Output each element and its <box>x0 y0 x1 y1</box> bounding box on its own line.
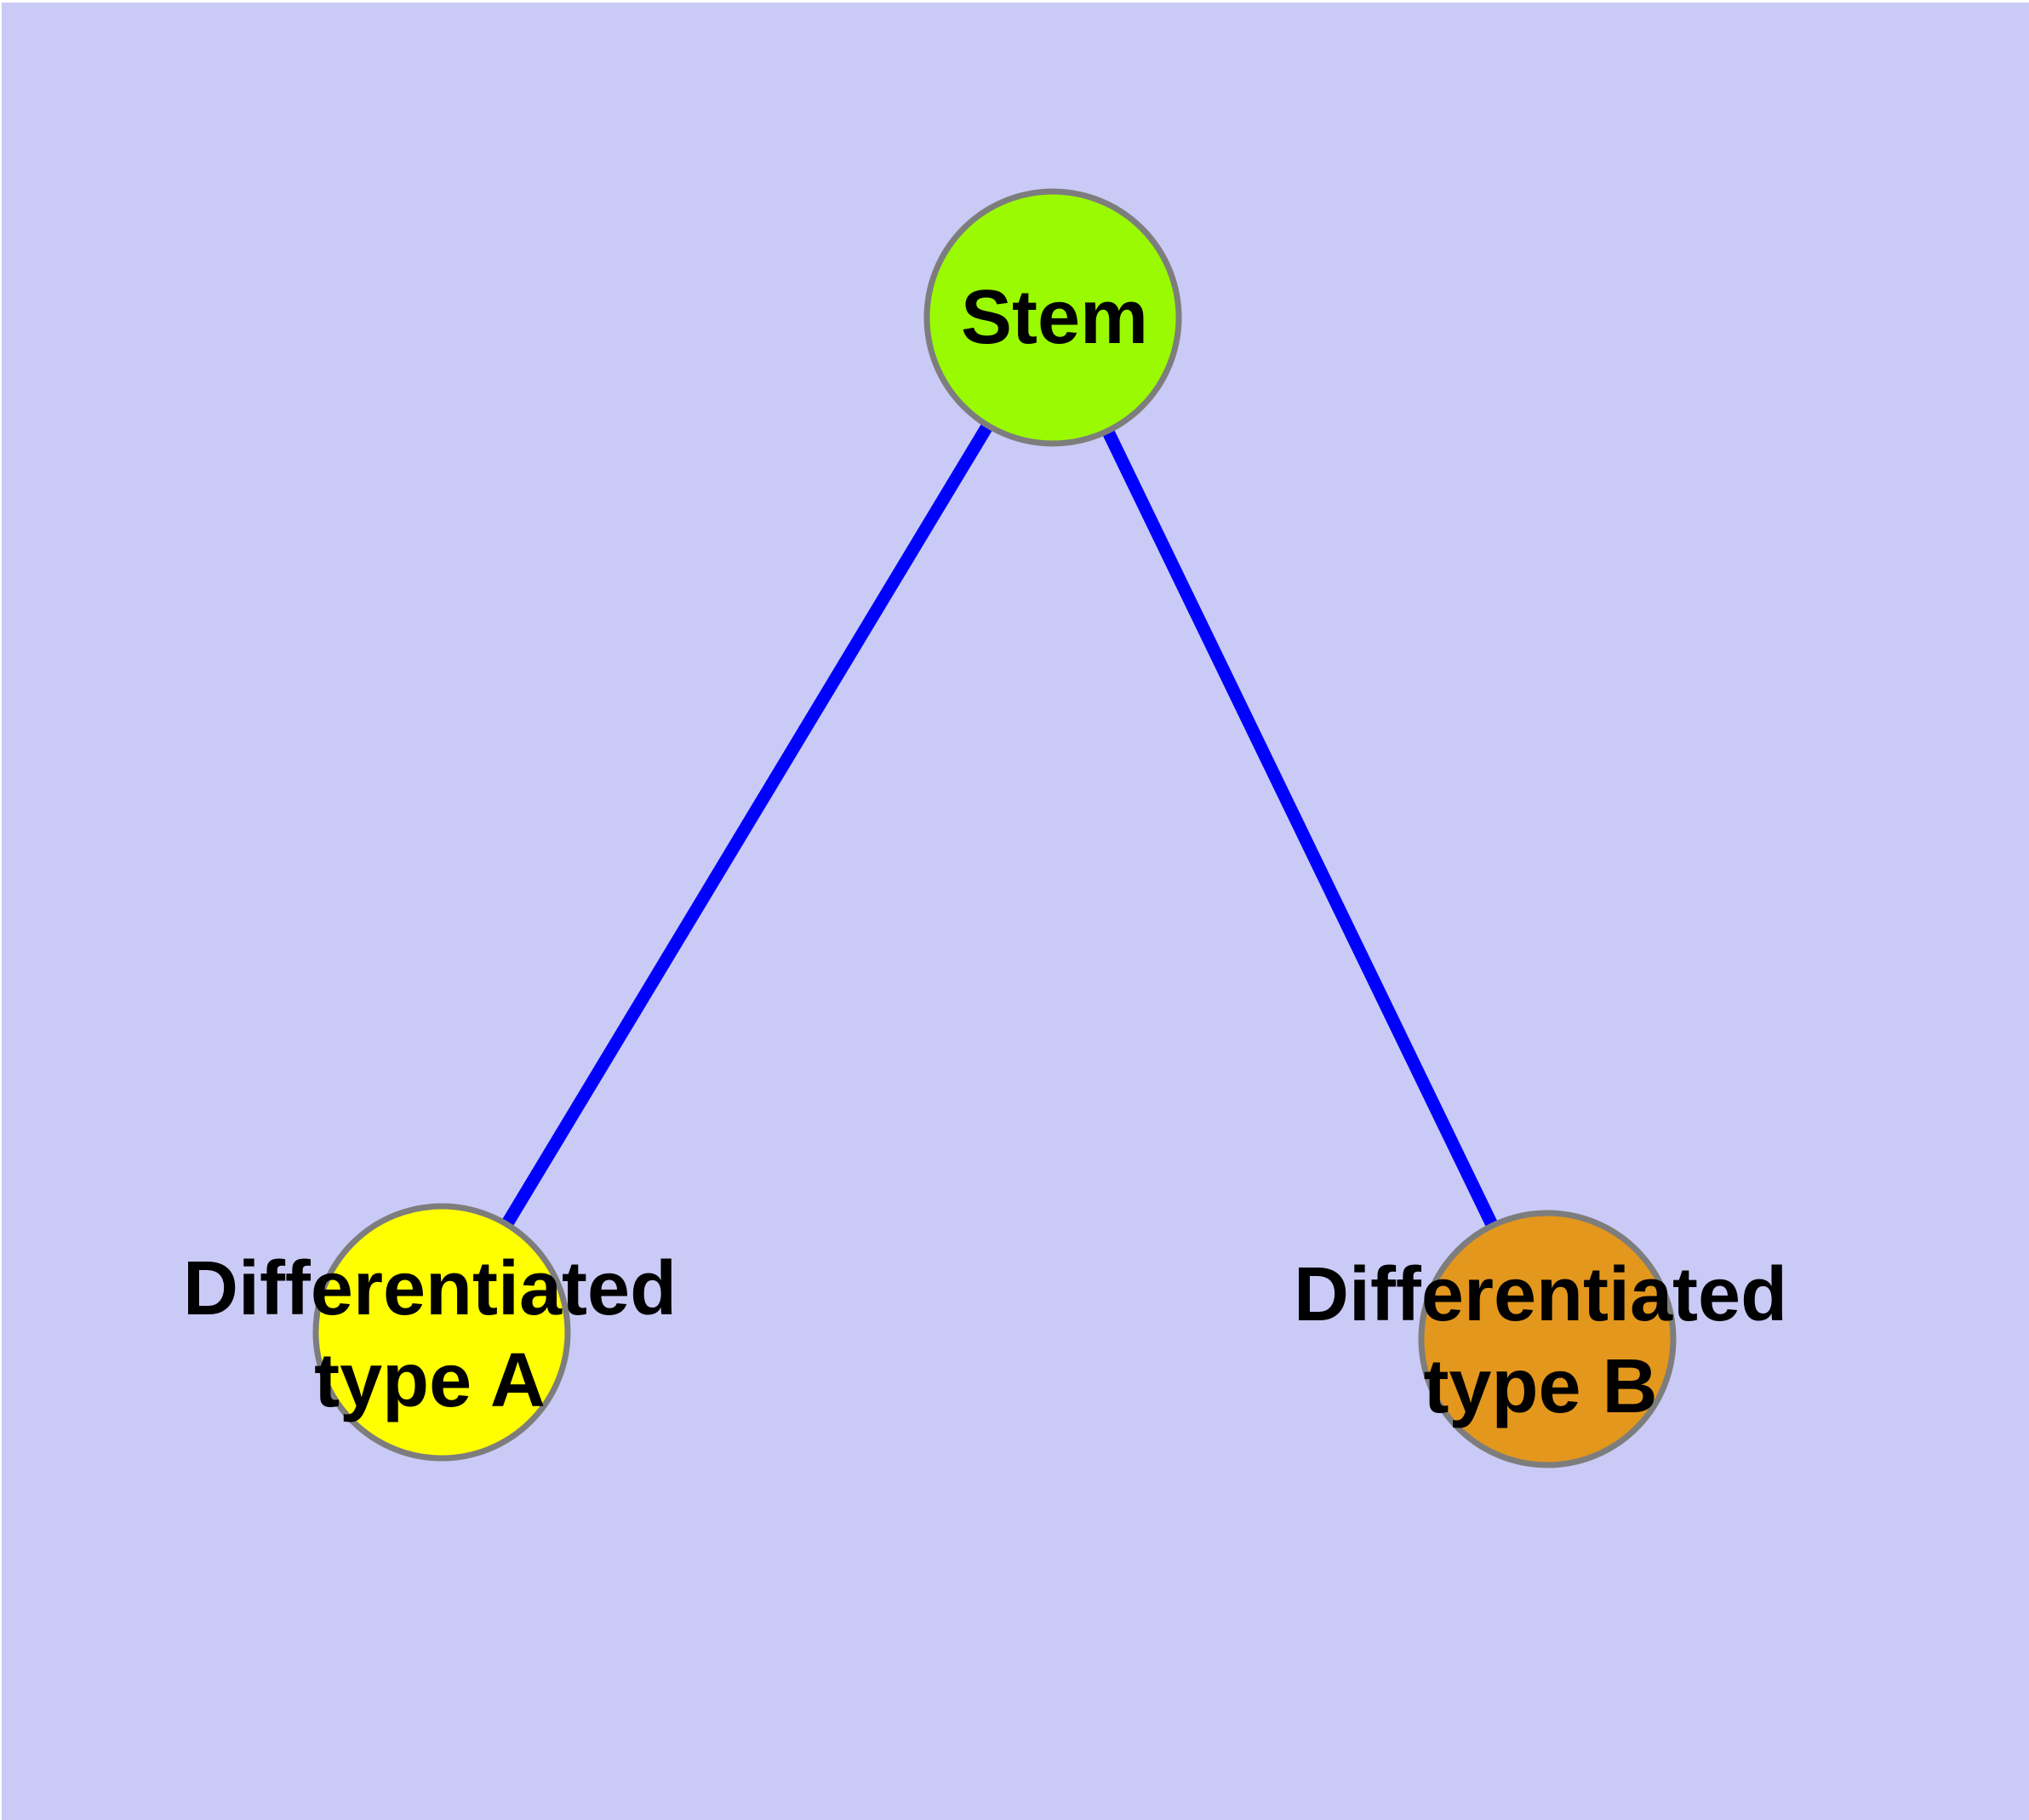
node-label-differentiated-type-a: Differentiated type A <box>183 1243 677 1427</box>
node-label-type-a-line1: Differentiated <box>182 1246 677 1331</box>
node-label-type-a-line2: type A <box>314 1338 546 1423</box>
edge-stem-to-type-b <box>1047 314 1553 1342</box>
node-stem <box>923 188 1182 447</box>
node-label-type-b-line2: type B <box>1423 1344 1658 1429</box>
edge-stem-to-type-a <box>436 314 1059 1336</box>
node-differentiated-type-b <box>1418 1210 1677 1468</box>
node-label-stem-text: Stem <box>960 275 1149 360</box>
node-label-type-b-line1: Differentiated <box>1293 1252 1788 1337</box>
node-differentiated-type-a <box>312 1203 571 1462</box>
node-label-stem: Stem <box>961 272 1148 363</box>
node-label-differentiated-type-b: Differentiated type B <box>1294 1249 1787 1433</box>
